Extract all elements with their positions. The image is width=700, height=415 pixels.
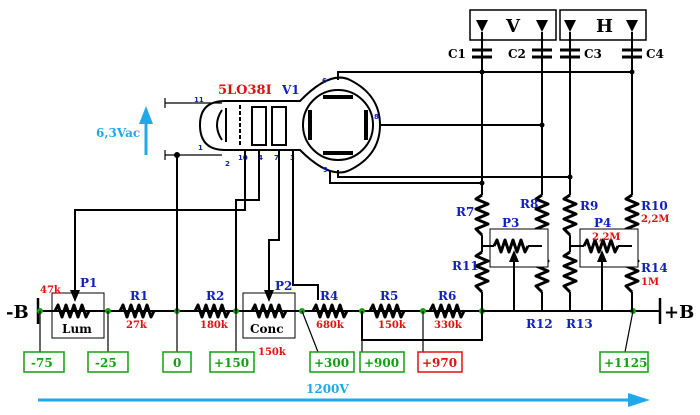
p2-value: 150k xyxy=(258,347,287,358)
p1-resistor xyxy=(53,303,91,319)
plate-9-wire xyxy=(337,170,570,178)
p1-wiper xyxy=(70,290,80,302)
r11-ref: R11 xyxy=(452,259,479,273)
p4-resistor xyxy=(582,238,620,254)
volt-v1: -75 xyxy=(31,356,53,370)
volt-v4: +150 xyxy=(214,356,249,370)
column-wires xyxy=(481,32,633,311)
r1-resistor xyxy=(118,303,156,319)
r12-ref: R12 xyxy=(526,317,553,331)
p2-resistor xyxy=(250,303,288,319)
plate-6-wire xyxy=(337,71,482,80)
r10-value: 2,2M xyxy=(641,214,669,225)
pin-7: 7 xyxy=(274,154,279,162)
r14-ref: R14 xyxy=(641,261,668,275)
pin-4: 4 xyxy=(258,154,263,162)
r5-ref: R5 xyxy=(380,289,398,303)
capacitor-plates xyxy=(472,48,642,59)
p2-ref: P2 xyxy=(275,279,292,293)
volt-v3: 0 xyxy=(173,356,181,370)
r2-value: 180k xyxy=(200,320,229,331)
c1-ref: C1 xyxy=(448,47,466,61)
r5-resistor xyxy=(368,303,406,319)
p4-wiper xyxy=(597,250,607,262)
pin-10: 10 xyxy=(238,154,248,162)
pin-6: 6 xyxy=(322,77,327,85)
h-label: H xyxy=(596,16,613,37)
tube-ref: V1 xyxy=(281,83,300,97)
pin-11: 11 xyxy=(194,96,204,104)
g2-wire xyxy=(235,150,260,311)
r2-resistor xyxy=(193,303,231,319)
r10-ref: R10 xyxy=(641,199,668,213)
rail-positive-label: +B xyxy=(664,302,694,323)
r4-resistor xyxy=(311,303,349,319)
c4-ref: C4 xyxy=(646,47,664,61)
pin-2: 2 xyxy=(225,160,230,168)
r9-ref: R9 xyxy=(580,199,598,213)
r5-value: 150k xyxy=(378,320,407,331)
cathode-node xyxy=(174,152,180,158)
p1-name: Lum xyxy=(62,322,92,336)
r6-ref: R6 xyxy=(438,289,456,303)
p3-ref: P3 xyxy=(502,216,519,230)
total-label: 1200V xyxy=(306,382,349,396)
pin-1: 1 xyxy=(198,144,203,152)
g1-wire xyxy=(74,150,246,300)
r4-ref: R4 xyxy=(320,289,338,303)
r4-value: 680k xyxy=(316,320,345,331)
v-label: V xyxy=(505,16,521,37)
p1-value: 47k xyxy=(40,285,62,296)
total-arrow-head xyxy=(628,393,650,407)
r2-ref: R2 xyxy=(206,289,224,303)
pin-9: 9 xyxy=(323,166,328,174)
volt-v7: +970 xyxy=(422,356,457,370)
p1-ref: P1 xyxy=(80,276,97,290)
pin-8: 8 xyxy=(374,113,379,121)
p3-resistor xyxy=(492,238,530,254)
volt-v6: +900 xyxy=(364,356,399,370)
r13-ref: R13 xyxy=(566,317,593,331)
volt-v8: +1125 xyxy=(604,356,647,370)
rail-negative-label: -B xyxy=(6,302,29,323)
p4-ref: P4 xyxy=(594,216,611,230)
r1-value: 27k xyxy=(126,320,148,331)
c3-ref: C3 xyxy=(584,47,602,61)
link-900 xyxy=(361,311,483,341)
r6-resistor xyxy=(428,303,466,319)
anode-wire xyxy=(292,150,319,300)
r6-value: 330k xyxy=(434,320,463,331)
voltage-tags: -75 -25 0 +150 +300 +900 +970 +1125 xyxy=(23,310,649,373)
focus-wire xyxy=(268,150,280,300)
a2-wire xyxy=(329,170,482,184)
r14-value: 1M xyxy=(641,277,659,288)
p2-name: Conc xyxy=(250,322,284,336)
tube-type: 5LO38I xyxy=(218,83,272,98)
p2-wiper xyxy=(264,290,274,302)
p4-value: 2,2M xyxy=(592,232,620,243)
r1-ref: R1 xyxy=(130,289,148,303)
volt-v5: +300 xyxy=(314,356,349,370)
r7-ref: R7 xyxy=(456,205,474,219)
r8-ref: R8 xyxy=(520,197,538,211)
c2-ref: C2 xyxy=(508,47,526,61)
p3-wiper xyxy=(509,250,519,262)
deflection-terminals xyxy=(476,20,638,32)
heater-label: 6,3Vac xyxy=(96,126,140,140)
column-junctions xyxy=(479,69,635,186)
heater-arrow-head xyxy=(139,106,153,124)
crt-tube xyxy=(198,76,382,174)
volt-v2: -25 xyxy=(95,356,117,370)
